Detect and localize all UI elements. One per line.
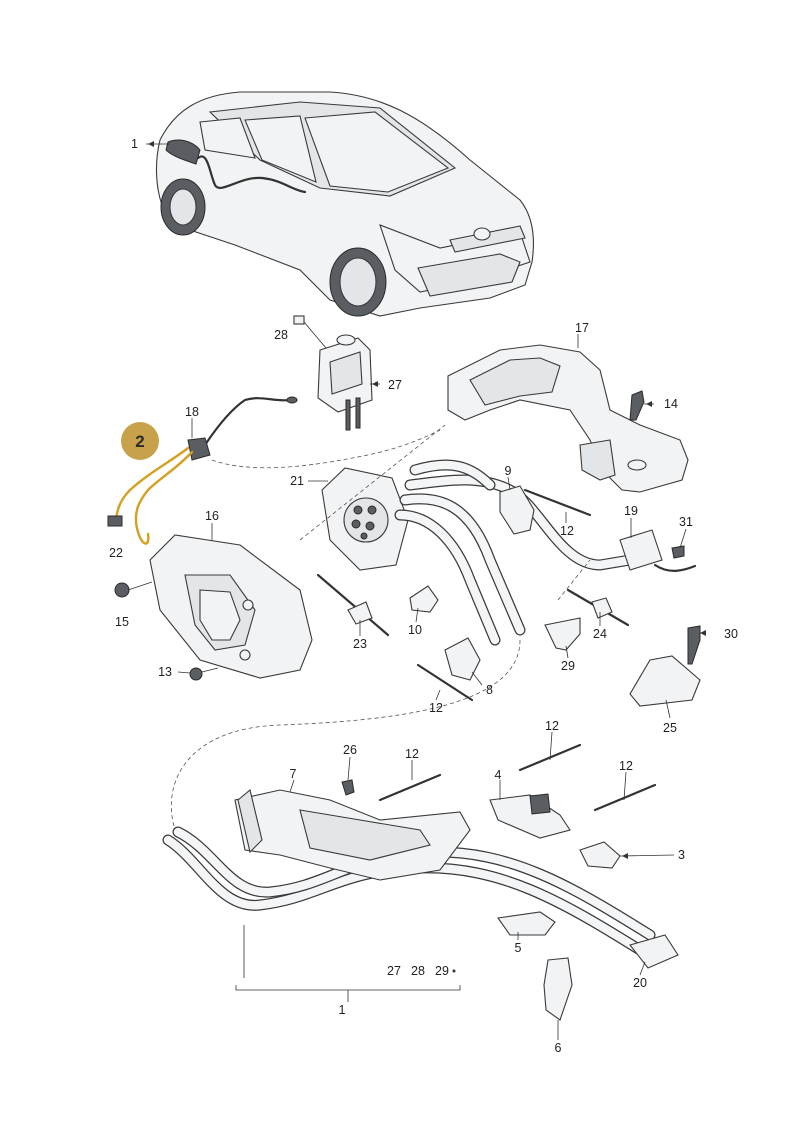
callout-20: 20	[633, 976, 647, 990]
callout-31: 31	[679, 515, 693, 529]
callout-9: 9	[505, 464, 512, 478]
callout-12-c: 12	[405, 747, 419, 761]
tie-12-upper	[523, 488, 592, 517]
callout-3: 3	[678, 848, 685, 862]
tray-7	[234, 789, 471, 881]
callout-17: 17	[575, 321, 589, 335]
bolt-28	[293, 315, 327, 349]
callout-22: 22	[109, 546, 123, 560]
callout-badge	[121, 422, 159, 460]
callout-18: 18	[185, 405, 199, 419]
callout-19: 19	[624, 504, 638, 518]
callout-27-lower: 27	[387, 964, 401, 978]
callout-1-lower: 1	[339, 1003, 346, 1017]
callout-12-a: 12	[560, 524, 574, 538]
callout-26: 26	[343, 743, 357, 757]
cover-6	[543, 957, 573, 1021]
callout-14: 14	[664, 397, 678, 411]
callout-15: 15	[115, 615, 129, 629]
screw-15	[114, 581, 153, 598]
callout-28: 28	[274, 328, 288, 342]
callout-29: 29	[561, 659, 575, 673]
clip-3	[579, 841, 621, 869]
bracket-1-lower	[235, 925, 461, 1002]
callout-29-lower: 29	[435, 964, 449, 978]
callout-10: 10	[408, 623, 422, 637]
bracket-25	[629, 655, 701, 707]
callout-27: 27	[388, 378, 402, 392]
callout-7: 7	[290, 767, 297, 781]
arrow-marks	[148, 141, 706, 973]
connector-20	[629, 934, 679, 969]
callout-5: 5	[515, 941, 522, 955]
callout-13: 13	[158, 665, 172, 679]
tie-12-lower-a	[378, 773, 442, 802]
connector-19	[619, 529, 697, 572]
clip-29	[544, 617, 581, 651]
callout-24: 24	[593, 627, 607, 641]
clip-8	[444, 637, 481, 681]
cable-bundle-upper	[394, 459, 636, 646]
callout-25: 25	[663, 721, 677, 735]
frame-16	[149, 534, 313, 679]
callout-1: 1	[131, 137, 138, 151]
screw-13	[189, 667, 219, 681]
callout-8: 8	[486, 683, 493, 697]
callout-16: 16	[205, 509, 219, 523]
module-27	[317, 334, 373, 431]
tie-23	[316, 573, 390, 637]
callout-28-lower: 28	[411, 964, 425, 978]
vehicle-illustration	[155, 91, 535, 317]
cover-5	[497, 911, 556, 936]
bracket-17	[447, 344, 689, 493]
callout-23: 23	[353, 637, 367, 651]
bolt-26	[341, 779, 355, 796]
clip-9	[499, 485, 535, 535]
tie-12-mid	[416, 663, 474, 702]
charging-socket-21	[321, 467, 409, 571]
holder-4	[489, 793, 571, 839]
clip-10	[409, 585, 439, 613]
cable-18	[187, 396, 298, 461]
reference-lines	[171, 424, 591, 831]
bolt-14	[629, 390, 645, 421]
highlighted-part-2: 2	[107, 422, 194, 545]
callout-12-e: 12	[619, 759, 633, 773]
callout-21: 21	[290, 474, 304, 488]
callout-12-b: 12	[429, 701, 443, 715]
bolt-31	[671, 545, 685, 559]
tie-24	[566, 588, 630, 627]
callout-labels: 1 1 3 4 5 6 7 8 9 10 12 12 12 12 12 13 1…	[109, 137, 738, 1055]
badge-label: 2	[135, 432, 144, 451]
bolt-30	[687, 625, 701, 665]
callout-30: 30	[724, 627, 738, 641]
callout-4: 4	[495, 768, 502, 782]
tie-12-lower-c	[593, 783, 657, 812]
callout-6: 6	[555, 1041, 562, 1055]
callout-12-d: 12	[545, 719, 559, 733]
